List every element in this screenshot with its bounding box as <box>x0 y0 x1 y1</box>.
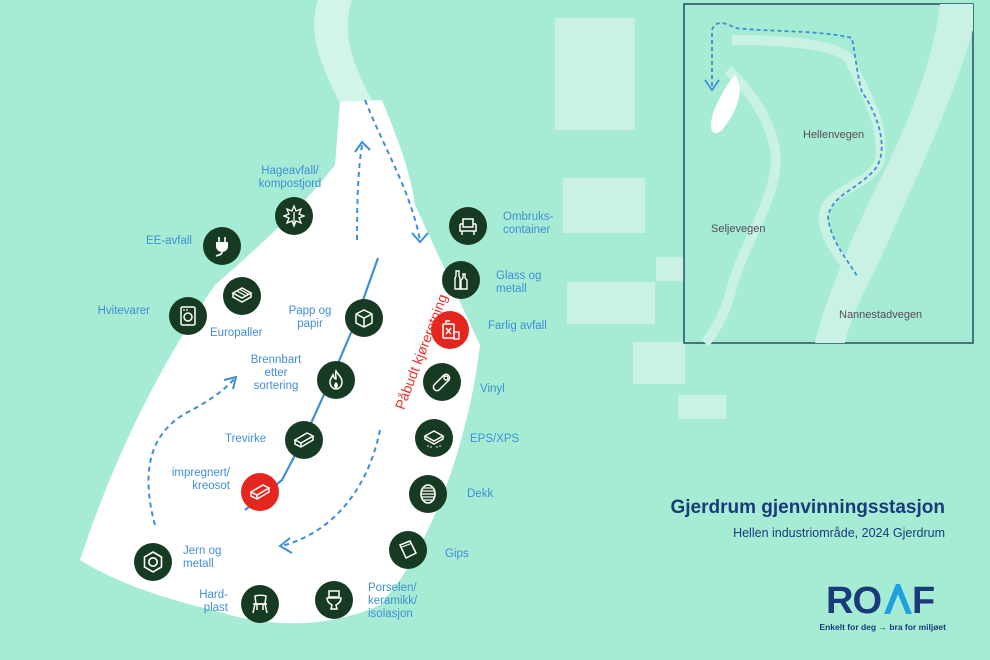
building <box>563 178 645 233</box>
station-brennbart[interactable] <box>317 361 355 399</box>
road-label-nannestadvegen: Nannestadvegen <box>839 309 923 321</box>
armchair-icon <box>459 218 477 235</box>
station-label-farlig-avfall: Farlig avfall <box>488 320 547 332</box>
chair-icon <box>252 594 268 614</box>
plug-icon <box>215 237 228 257</box>
station-label-glass-og-metall: Glass og metall <box>496 270 542 295</box>
plank-icon <box>293 432 315 448</box>
station-ombruks-container[interactable] <box>449 207 487 245</box>
insulation-icon <box>423 430 445 448</box>
station-label-eps-xps: EPS/XPS <box>470 433 520 445</box>
station-label-vinyl: Vinyl <box>480 383 505 395</box>
station-porselen[interactable] <box>315 581 353 619</box>
station-label-hvitevarer: Hvitevarer <box>97 305 150 317</box>
station-label-gips: Gips <box>445 548 469 560</box>
map-subtitle: Hellen industriområde, 2024 Gjerdrum <box>733 526 945 540</box>
station-hvitevarer[interactable] <box>169 297 207 335</box>
station-label-porselen: Porselen/ keramikk/ isolasjon <box>368 582 418 620</box>
hazard-canister-icon <box>442 320 460 340</box>
station-trevirke[interactable] <box>285 421 323 459</box>
pallet-icon <box>231 287 253 303</box>
station-farlig-avfall[interactable] <box>431 311 469 349</box>
route-path <box>281 429 381 547</box>
route-path <box>364 99 421 241</box>
road-nannestadvegen <box>815 4 973 343</box>
station-vinyl[interactable] <box>423 363 461 401</box>
station-label-hageavfall: Hageavfall/ kompostjord <box>258 165 322 190</box>
overview-arrowhead <box>704 79 720 92</box>
overview-site-marker <box>710 75 740 134</box>
station-europaller[interactable] <box>223 277 261 315</box>
station-dekk[interactable] <box>409 475 447 513</box>
station-label-papp-og-papir: Papp og papir <box>288 305 332 330</box>
plank-icon <box>249 484 271 500</box>
building <box>633 342 685 384</box>
station-jern-og-metall[interactable] <box>134 543 172 581</box>
nut-icon <box>143 551 163 573</box>
station-label-brennbart: Brennbart etter sortering <box>250 354 302 392</box>
station-label-europaller: Europaller <box>210 327 263 339</box>
station-glass-og-metall[interactable] <box>442 261 480 299</box>
station-impregnert[interactable] <box>241 473 279 511</box>
roaf-tagline: Enkelt for deg → bra for miljøet <box>819 622 946 632</box>
overview-route <box>711 22 883 279</box>
overview-map <box>683 3 974 347</box>
vinyl-roll-icon <box>432 373 451 392</box>
roaf-logo: RO F <box>826 580 935 620</box>
building <box>567 282 655 324</box>
road-label-seljevegen: Seljevegen <box>711 223 766 235</box>
tire-icon <box>420 484 436 504</box>
arrowhead <box>354 140 371 153</box>
roaf-logo-a <box>884 584 912 614</box>
recycling-site-area <box>80 100 480 624</box>
route-path <box>356 144 363 241</box>
station-gips[interactable] <box>389 531 427 569</box>
station-hageavfall[interactable] <box>275 197 313 235</box>
box-icon <box>355 309 373 328</box>
road-seljevegen <box>701 66 781 347</box>
gypsum-board-icon <box>398 540 418 560</box>
arrowhead <box>278 537 293 554</box>
station-label-ombruks-container: Ombruks- container <box>503 211 554 236</box>
station-hardplast[interactable] <box>241 585 279 623</box>
bottles-icon <box>454 270 468 290</box>
station-label-trevirke: Trevirke <box>225 433 267 445</box>
route-arrowheads <box>223 140 429 554</box>
roaf-logo-f: F <box>912 580 935 620</box>
access-road <box>314 0 372 103</box>
building <box>656 257 686 281</box>
roaf-logo-text: RO <box>826 580 881 620</box>
station-label-dekk: Dekk <box>467 488 494 500</box>
building <box>678 395 726 419</box>
map-title: Gjerdrum gjenvinningsstasjon <box>670 497 946 518</box>
station-label-jern-og-metall: Jern og metall <box>183 545 222 570</box>
toilet-icon <box>326 590 342 610</box>
washing-machine-icon <box>180 306 196 326</box>
station-eps-xps[interactable] <box>415 419 453 457</box>
station-ee-avfall[interactable] <box>203 227 241 265</box>
flame-icon <box>329 369 343 390</box>
arrowhead <box>223 375 238 390</box>
route-path <box>147 377 236 526</box>
station-label-hardplast: Hard- plast <box>199 589 228 614</box>
arrowhead <box>411 232 429 244</box>
station-papp-og-papir[interactable] <box>345 299 383 337</box>
road-label-hellenvegen: Hellenvegen <box>803 129 865 141</box>
leaf-icon <box>282 204 306 228</box>
building <box>555 18 635 130</box>
station-label-impregnert: impregnert/ kreosot <box>171 467 230 492</box>
route-arrows <box>147 99 421 547</box>
station-label-ee-avfall: EE-avfall <box>145 235 192 247</box>
